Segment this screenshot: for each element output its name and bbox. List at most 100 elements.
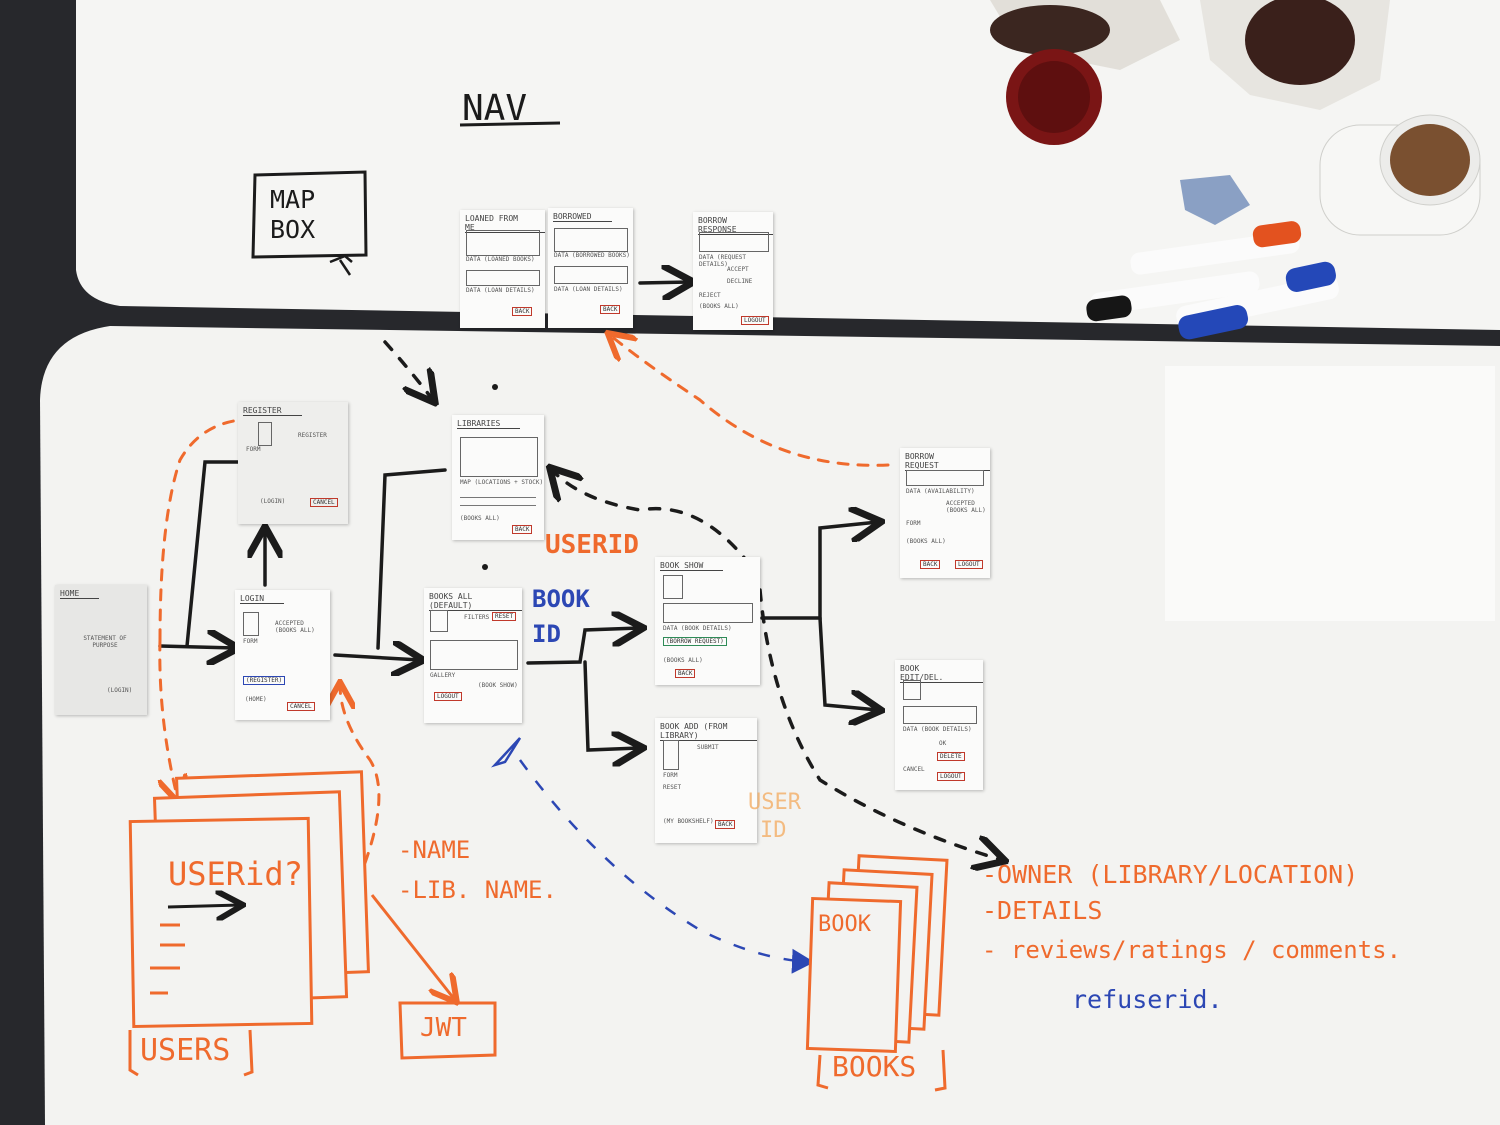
books-card-stack [805, 854, 949, 1054]
back-button[interactable]: BACK [600, 305, 621, 314]
wireframe-text: (BOOKS ALL) [663, 657, 703, 664]
users-collection-label: USERS [140, 1033, 231, 1068]
back-button[interactable]: BACK [512, 525, 533, 534]
wireframe-title: BOOKS ALL (DEFAULT) [429, 592, 522, 611]
logout-button[interactable]: LOGOUT [434, 692, 462, 701]
users-card-title: USERid? [168, 855, 303, 893]
cancel-link[interactable]: CANCEL [903, 766, 925, 773]
wireframe-title: BOOK ADD (FROM LIBRARY) [660, 722, 757, 741]
wireframe-text: FORM [663, 772, 678, 779]
wireframe-title: LOANED FROM ME [465, 214, 545, 233]
wireframe-text: FORM [906, 520, 921, 527]
cancel-button[interactable]: CANCEL [310, 498, 338, 507]
wireframe-loaned: LOANED FROM ME DATA (LOANED BOOKS) DATA … [460, 210, 545, 328]
wireframe-text: DATA (BORROWED BOOKS) [554, 252, 630, 259]
back-button[interactable]: BACK [675, 669, 696, 678]
users-field-libname: -LIB. NAME. [398, 876, 557, 904]
back-button[interactable]: BACK [920, 560, 941, 569]
top-board [76, 0, 1500, 330]
wireframe-text: ACCEPTED (BOOKS ALL) [946, 500, 986, 514]
mapbox-frame [251, 170, 368, 259]
wireframe-text: DATA (REQUEST DETAILS) [699, 254, 746, 268]
book-show-link[interactable]: (BOOK SHOW) [478, 682, 518, 689]
wireframe-text: DATA (BOOK DETAILS) [903, 726, 972, 733]
books-field-owner: -OWNER (LIBRARY/LOCATION) [982, 860, 1359, 889]
wireframe-text: (BOOKS ALL) [460, 515, 500, 522]
users-field-name: -NAME [398, 836, 471, 864]
login-link[interactable]: (LOGIN) [107, 687, 133, 694]
userid-pale-line1: USER [748, 790, 801, 815]
wireframe-book-edit: BOOK EDIT/DEL. DATA (BOOK DETAILS) OK DE… [895, 660, 983, 790]
mapbox-label: MAP BOX [270, 185, 316, 244]
cursor-mark [329, 254, 353, 276]
wireframe-text: ACCEPTED (BOOKS ALL) [275, 620, 315, 634]
userid-annotation: USERID [545, 530, 639, 560]
ok-link[interactable]: OK [939, 740, 947, 747]
dashed-black-links [383, 340, 1002, 860]
reject-link[interactable]: REJECT [699, 292, 721, 299]
books-field-refuserid: refuserid. [1072, 985, 1223, 1014]
wireframe-title: BORROWED [553, 212, 612, 222]
wireframe-text: MAP (LOCATIONS + STOCK) [460, 479, 544, 486]
dashed-orange-links [160, 335, 890, 902]
bookid-annotation-line1: BOOK [532, 585, 590, 613]
logout-button[interactable]: LOGOUT [741, 316, 769, 325]
register-link[interactable]: REGISTER [298, 432, 327, 439]
submit-link[interactable]: SUBMIT [697, 744, 719, 751]
wireframe-title: LOGIN [240, 594, 285, 604]
bookid-annotation-line2: ID [532, 620, 561, 648]
wireframe-login: LOGIN FORM ACCEPTED (BOOKS ALL) (REGISTE… [235, 590, 330, 720]
login-link[interactable]: (LOGIN) [260, 498, 286, 505]
wireframe-title: BORROW RESPONSE [698, 216, 773, 235]
home-link[interactable]: (HOME) [245, 696, 267, 703]
accept-link[interactable]: ACCEPT [727, 266, 749, 273]
books-field-details: -DETAILS [982, 896, 1103, 925]
wireframe-borrow-response: BORROW RESPONSE DATA (REQUEST DETAILS) A… [693, 212, 773, 330]
wireframe-text: DATA (LOAN DETAILS) [554, 286, 623, 293]
reset-button[interactable]: RESET [492, 612, 517, 621]
wireframe-text: (BOOKS ALL) [906, 538, 946, 545]
desk-objects [990, 0, 1481, 340]
register-link[interactable]: (REGISTER) [243, 676, 286, 685]
back-button[interactable]: BACK [512, 307, 533, 316]
wireframe-title: HOME [60, 589, 100, 599]
nav-underline [459, 121, 561, 127]
delete-button[interactable]: DELETE [937, 752, 965, 761]
wireframe-libraries: LIBRARIES MAP (LOCATIONS + STOCK) (BOOKS… [452, 415, 544, 540]
wireframe-text: (BOOKS ALL) [699, 303, 739, 310]
decline-link[interactable]: DECLINE [727, 278, 753, 285]
users-card-stack [128, 770, 370, 1029]
cancel-button[interactable]: CANCEL [287, 702, 315, 711]
wireframe-books-all: BOOKS ALL (DEFAULT) FILTERS RESET GALLER… [424, 588, 522, 723]
wireframe-title: LIBRARIES [457, 419, 521, 429]
wireframe-title: REGISTER [243, 406, 302, 416]
wireframe-text: FORM [246, 446, 261, 453]
logout-button[interactable]: LOGOUT [955, 560, 983, 569]
wireframe-text: DATA (LOAN DETAILS) [466, 287, 535, 294]
back-button[interactable]: BACK [715, 820, 736, 829]
my-bookshelf-link[interactable]: (MY BOOKSHELF) [663, 818, 714, 825]
wireframe-book-add: BOOK ADD (FROM LIBRARY) FORM SUBMIT RESE… [655, 718, 757, 843]
wireframe-text: GALLERY [430, 672, 456, 679]
wireframe-text: DATA (AVAILABILITY) [906, 488, 975, 495]
books-collection-label: BOOKS [832, 1050, 917, 1083]
wireframe-title: BOOK SHOW [660, 561, 724, 571]
wireframe-title: BORROW REQUEST [905, 452, 990, 471]
wireframe-text: DATA (LOANED BOOKS) [466, 256, 535, 263]
wireframe-text: DATA (BOOK DETAILS) [663, 625, 732, 632]
reset-link[interactable]: RESET [663, 784, 682, 791]
books-bracket [816, 1049, 947, 1092]
nav-heading: NAV [462, 88, 528, 129]
wireframe-title: BOOK EDIT/DEL. [900, 664, 983, 683]
users-card-lines [128, 895, 497, 1077]
bottom-board [40, 326, 1500, 1125]
borrow-request-button[interactable]: (BORROW REQUEST) [663, 637, 727, 646]
filters-link[interactable]: FILTERS [464, 614, 490, 621]
books-field-reviews: - reviews/ratings / comments. [982, 936, 1402, 964]
blank-paper [1165, 366, 1495, 621]
wireframe-book-show: BOOK SHOW DATA (BOOK DETAILS) (BORROW RE… [655, 557, 760, 685]
logout-button[interactable]: LOGOUT [937, 772, 965, 781]
wireframe-text: STATEMENT OF PURPOSE [83, 635, 127, 649]
userid-pale-line2: ID [760, 818, 787, 843]
